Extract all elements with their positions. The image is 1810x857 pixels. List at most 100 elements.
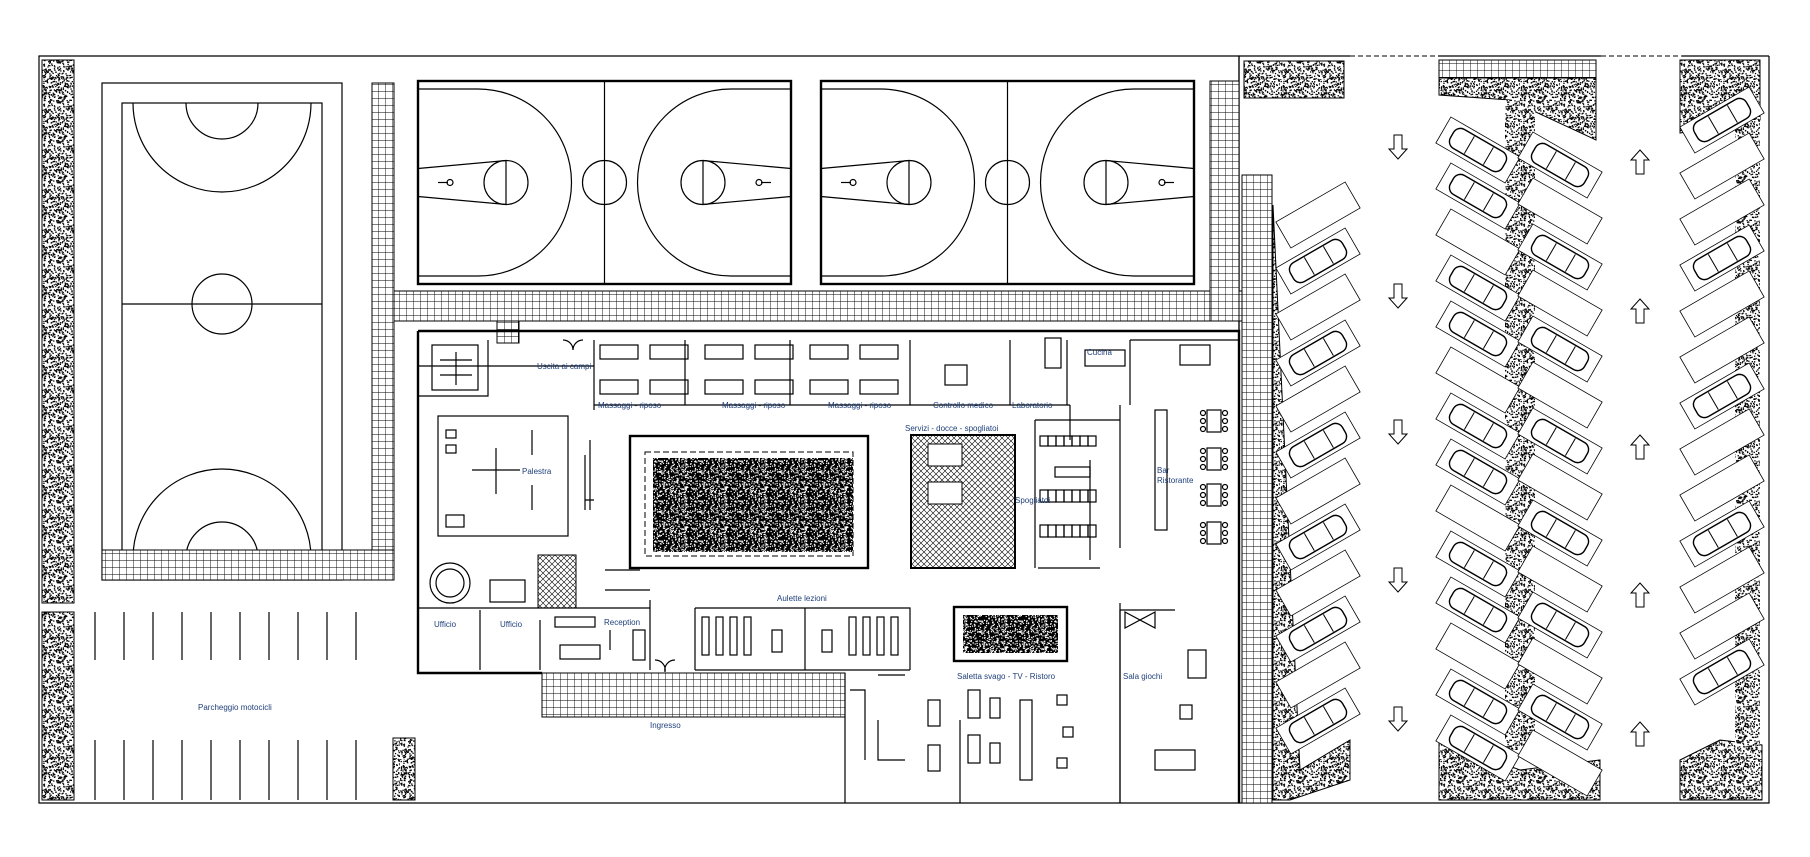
parking-space <box>1435 254 1521 322</box>
label-servizi: Servizi - docce - spogliatoi <box>905 424 999 433</box>
door-icon[interactable] <box>1124 611 1156 629</box>
kitchen-island <box>1084 349 1126 367</box>
parking-space <box>1275 227 1361 295</box>
parking-space <box>1275 273 1361 341</box>
label-palestra: Palestra <box>522 467 552 476</box>
car-icon <box>1448 449 1508 495</box>
car-park <box>1243 59 1765 801</box>
coffee-table <box>989 697 1001 719</box>
door-icon[interactable] <box>654 659 676 673</box>
classroom-desk <box>890 616 899 656</box>
teacher-desk <box>771 629 783 653</box>
parking-space <box>1275 687 1361 755</box>
car-icon <box>1448 265 1508 311</box>
parking-space <box>1517 729 1603 797</box>
cafe-table <box>1056 694 1068 706</box>
massage-table <box>599 344 639 360</box>
sofa <box>967 689 981 719</box>
basketball-court <box>416 79 793 286</box>
car-icon <box>1288 330 1348 376</box>
parking-space <box>1517 361 1603 429</box>
parking-space <box>1275 319 1361 387</box>
locker <box>1079 489 1089 503</box>
dining-table <box>1206 483 1222 507</box>
car-icon <box>1530 602 1590 648</box>
counter <box>1019 699 1033 781</box>
label-bar: Bar <box>1157 466 1170 475</box>
parking-space <box>1517 315 1603 383</box>
locker <box>1071 489 1081 503</box>
locker <box>1071 524 1081 538</box>
label-massaggi-2: Massaggi - riposo <box>722 401 786 410</box>
car-icon <box>1448 403 1508 449</box>
classroom-desk <box>729 616 738 656</box>
car-icon <box>1692 511 1752 557</box>
parking-space <box>1435 484 1521 552</box>
showers-area <box>910 434 1016 569</box>
parking-space <box>1435 116 1521 184</box>
label-spogliatoi: Spogliatoi <box>1015 496 1050 505</box>
parking-space <box>1435 392 1521 460</box>
arrow-down-icon <box>1387 706 1409 732</box>
cafe-table <box>1056 757 1068 769</box>
dining-table <box>1206 409 1222 433</box>
label-parcheggio-motocicli: Parcheggio motocicli <box>198 703 272 712</box>
car-icon <box>1288 422 1348 468</box>
car-icon <box>1530 234 1590 280</box>
sports-center-building <box>416 329 1241 803</box>
motorcycle-parking <box>94 612 357 800</box>
arrow-down-icon <box>1387 567 1409 593</box>
parking-space <box>1517 223 1603 291</box>
parking-space <box>1517 591 1603 659</box>
classroom-desk <box>715 616 724 656</box>
parking-space <box>1679 638 1765 706</box>
five-a-side-court <box>101 82 343 581</box>
door-icon[interactable] <box>562 339 584 351</box>
parking-space <box>1679 178 1765 246</box>
label-saletta-svago: Saletta svago - TV - Ristoro <box>957 672 1056 681</box>
parking-space <box>1679 592 1765 660</box>
arrow-up-icon <box>1629 434 1651 460</box>
parking-space <box>1275 641 1361 709</box>
massage-table <box>649 344 689 360</box>
lab-bench <box>1044 337 1062 369</box>
car-icon <box>1692 373 1752 419</box>
parking-space <box>1275 411 1361 479</box>
dining-table <box>1206 521 1222 545</box>
parking-space <box>1435 622 1521 690</box>
parking-space <box>1517 269 1603 337</box>
parking-space <box>1517 683 1603 751</box>
classroom-desk <box>701 616 710 656</box>
locker <box>1087 524 1097 538</box>
label-cucina: Cucina <box>1087 348 1112 357</box>
car-icon <box>1288 238 1348 284</box>
car-icon <box>1530 326 1590 372</box>
massage-table <box>809 344 849 360</box>
parking-space <box>1517 499 1603 567</box>
label-ingresso: Ingresso <box>650 721 681 730</box>
parking-space <box>1435 576 1521 644</box>
parking-space <box>1275 365 1361 433</box>
locker <box>1055 524 1065 538</box>
label-ufficio-1: Ufficio <box>434 620 457 629</box>
locker <box>1071 435 1081 447</box>
arrow-up-icon <box>1629 149 1651 175</box>
parking-space <box>1435 346 1521 414</box>
bench <box>1054 466 1091 478</box>
stair-icon <box>431 344 479 391</box>
parking-space <box>1517 177 1603 245</box>
label-uscita-campi: Uscita ai campi <box>537 362 591 371</box>
parking-space <box>1435 162 1521 230</box>
entrance-paving <box>541 672 846 718</box>
parking-space <box>1275 595 1361 663</box>
parking-space <box>1517 131 1603 199</box>
locker <box>1079 435 1089 447</box>
parking-space <box>1517 407 1603 475</box>
parking-space <box>1435 438 1521 506</box>
swimming-pool <box>653 458 853 552</box>
car-icon <box>1448 311 1508 357</box>
cafe-table <box>1062 726 1074 738</box>
locker <box>1039 435 1049 447</box>
parking-space <box>1517 637 1603 705</box>
